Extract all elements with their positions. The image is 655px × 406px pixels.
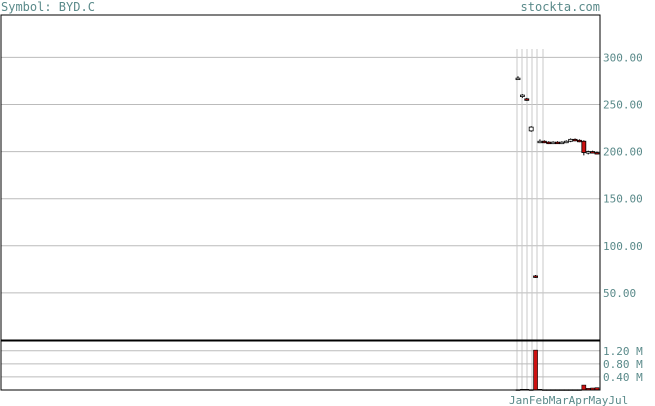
price-tick-label: 200.00 [603,146,643,159]
candle-body [524,98,530,101]
candle-body [555,141,560,145]
symbol-label: Symbol: BYD.C [1,0,95,14]
candle-body [537,140,543,144]
candle-body [559,141,565,145]
candle-body [594,152,600,155]
candle-body [585,151,591,154]
volume-tick-label: 0.40 M [603,371,643,384]
candle-body [533,275,538,278]
price-tick-label: 250.00 [603,98,643,111]
candle-body [568,138,574,142]
volume-bar [533,349,538,391]
volume-tick-label: 1.20 M [603,345,643,358]
price-tick-label: 150.00 [603,193,643,206]
price-tick-label: 300.00 [603,51,643,64]
candle-body [577,139,582,143]
candle-body [550,141,556,145]
price-tick-label: 50.00 [603,287,636,300]
price-tick-label: 100.00 [603,240,643,253]
candle-body [546,141,552,145]
candle-body [528,126,534,132]
candle-body [563,140,569,144]
candle-body [515,77,521,81]
month-labels: JanFebMarAprMayJul [509,394,628,406]
volume-panel: 1.20 M0.80 M0.40 M [0,340,643,391]
price-frame [0,14,601,341]
candle-body [541,140,547,144]
price-panel: 300.00 250.00 200.00 150.00 100.00 50.00 [0,14,643,390]
candle-body [590,151,596,154]
volume-bar [581,384,587,391]
volume-frame [0,340,601,391]
candle-body [572,138,578,142]
site-name: stockta.com [520,0,600,14]
candle-body [519,94,525,97]
candle-body [581,140,587,153]
volume-tick-label: 0.80 M [603,358,643,371]
